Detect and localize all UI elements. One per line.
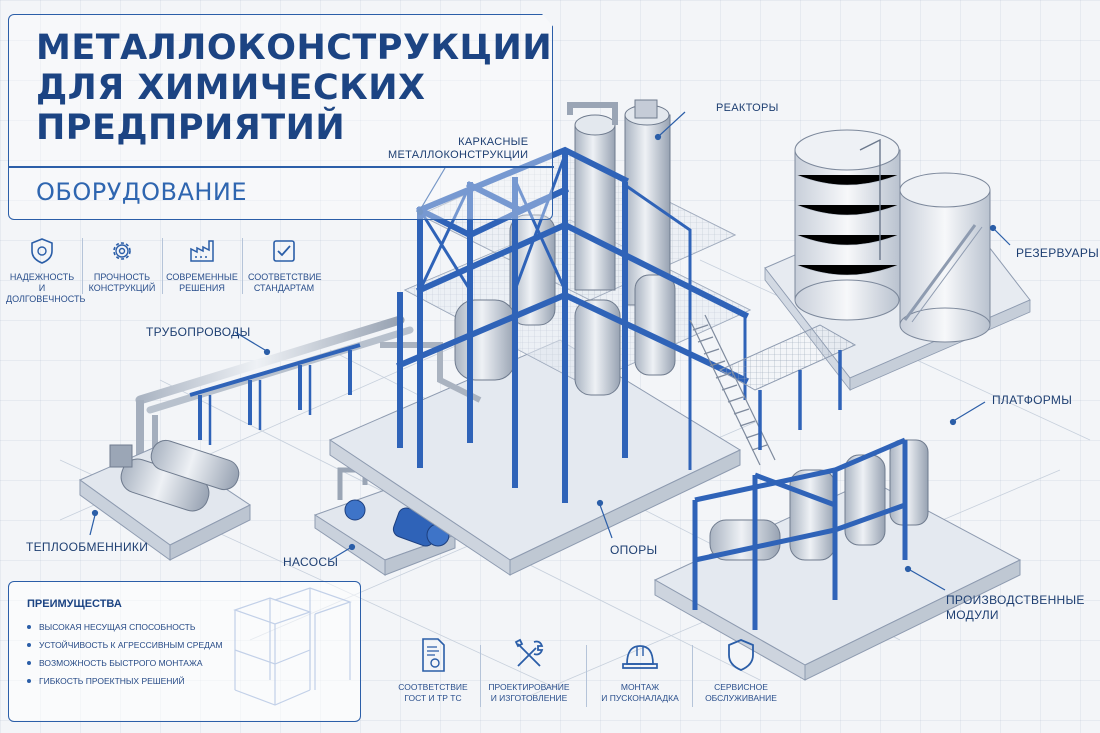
hard-hat-icon: [622, 645, 658, 669]
feature-label-line: КОНСТРУКЦИЙ: [88, 283, 156, 293]
pipe-rack: [135, 315, 414, 465]
service-installation: МОНТАЖ И ПУСКОНАЛАДКА: [592, 636, 688, 704]
service-design: ПРОЕКТИРОВАНИЕ И ИЗГОТОВЛЕНИЕ: [481, 636, 577, 704]
callout-pipelines: ТРУБОПРОВОДЫ: [146, 325, 251, 339]
page-subtitle: ОБОРУДОВАНИЕ: [36, 178, 248, 206]
list-item: УСТОЙЧИВОСТЬ К АГРЕССИВНЫМ СРЕДАМ: [27, 636, 223, 654]
callout-modules-line-1: ПРОИЗВОДСТВЕННЫЕ: [946, 593, 1085, 607]
callout-heat-exchangers: ТЕПЛООБМЕННИКИ: [26, 540, 149, 554]
list-item: ВЫСОКАЯ НЕСУЩАЯ СПОСОБНОСТЬ: [27, 618, 223, 636]
feature-label-line: СОВРЕМЕННЫЕ: [166, 272, 238, 282]
callout-modules: ПРОИЗВОДСТВЕННЫЕ МОДУЛИ: [946, 593, 1085, 623]
advantages-title: ПРЕИМУЩЕСТВА: [27, 598, 122, 610]
feature-label-line: И ДОЛГОВЕЧНОСТЬ: [6, 283, 86, 304]
divider: [242, 238, 243, 294]
checkbox-icon: [273, 240, 295, 262]
service-label-line: СЕРВИСНОЕ: [714, 682, 768, 692]
title-line-3: ПРЕДПРИЯТИЙ: [36, 108, 346, 148]
page-title: МЕТАЛЛОКОНСТРУКЦИИ ДЛЯ ХИМИЧЕСКИХ ПРЕДПР…: [36, 28, 553, 148]
callout-frame: КАРКАСНЫЕ МЕТАЛЛОКОНСТРУКЦИИ: [388, 136, 528, 162]
divider: [162, 238, 163, 294]
wrench-screwdriver-icon: [514, 638, 544, 667]
divider: [692, 645, 693, 707]
callout-modules-line-2: МОДУЛИ: [946, 608, 999, 622]
production-module: [653, 437, 1022, 681]
stair: [689, 314, 776, 466]
feature-reliability: НАДЕЖНОСТЬ И ДОЛГОВЕЧНОСТЬ: [6, 236, 86, 305]
factory-icon: [190, 240, 214, 262]
feature-strength: ПРОЧНОСТЬ КОНСТРУКЦИЙ: [86, 236, 158, 294]
callout-pumps: НАСОСЫ: [283, 555, 339, 569]
advantages-panel: ПРЕИМУЩЕСТВА ВЫСОКАЯ НЕСУЩАЯ СПОСОБНОСТЬ…: [8, 581, 361, 722]
callout-tanks: РЕЗЕРВУАРЫ: [1016, 246, 1100, 260]
service-label-line: ПРОЕКТИРОВАНИЕ: [488, 682, 570, 692]
service-label-line: И ИЗГОТОВЛЕНИЕ: [490, 693, 568, 703]
service-label-line: СООТВЕТСТВИЕ: [398, 682, 468, 692]
service-label-line: И ПУСКОНАЛАДКА: [601, 693, 679, 703]
divider: [82, 238, 83, 294]
shield-icon: [31, 238, 53, 264]
service-certification: СООТВЕТСТВИЕ ГОСТ И ТР ТС: [385, 636, 481, 704]
divider: [586, 645, 587, 707]
certificate-icon: [422, 638, 445, 672]
callout-platforms: ПЛАТФОРМЫ: [992, 393, 1073, 407]
divider: [480, 645, 481, 707]
callout-frame-line-2: МЕТАЛЛОКОНСТРУКЦИИ: [388, 149, 529, 161]
callout-supports: ОПОРЫ: [610, 543, 658, 557]
feature-modern: СОВРЕМЕННЫЕ РЕШЕНИЯ: [166, 236, 238, 294]
title-divider: [8, 166, 554, 168]
service-label-line: МОНТАЖ: [620, 682, 660, 692]
feature-label-line: СООТВЕТСТВИЕ: [248, 272, 322, 282]
title-line-1: МЕТАЛЛОКОНСТРУКЦИИ: [36, 28, 553, 68]
service-label-line: ГОСТ И ТР ТС: [404, 693, 462, 703]
title-line-2: ДЛЯ ХИМИЧЕСКИХ: [36, 68, 426, 108]
list-item: ВОЗМОЖНОСТЬ БЫСТРОГО МОНТАЖА: [27, 654, 223, 672]
advantages-list: ВЫСОКАЯ НЕСУЩАЯ СПОСОБНОСТЬ УСТОЙЧИВОСТЬ…: [27, 618, 223, 690]
service-maintenance: СЕРВИСНОЕ ОБСЛУЖИВАНИЕ: [693, 636, 789, 704]
feature-compliance: СООТВЕТСТВИЕ СТАНДАРТАМ: [248, 236, 322, 294]
feature-label-line: ПРОЧНОСТЬ: [93, 272, 151, 282]
list-item: ГИБКОСТЬ ПРОЕКТНЫХ РЕШЕНИЙ: [27, 672, 223, 690]
callout-frame-line-1: КАРКАСНЫЕ: [458, 136, 529, 148]
gear-icon: [113, 242, 131, 260]
feature-label-line: НАДЕЖНОСТЬ: [9, 272, 75, 282]
leader-lines: [89, 111, 1011, 591]
shield-icon: [728, 639, 754, 671]
feature-label-line: СТАНДАРТАМ: [253, 283, 315, 293]
service-label-line: ОБСЛУЖИВАНИЕ: [705, 693, 777, 703]
tank-farm: [764, 129, 1031, 392]
callout-reactors: РЕАКТОРЫ: [716, 102, 779, 114]
heat-exchanger-skid: [78, 439, 251, 561]
title-panel: [8, 14, 553, 220]
feature-label-line: РЕШЕНИЯ: [179, 283, 225, 293]
main-structure: [328, 99, 857, 576]
